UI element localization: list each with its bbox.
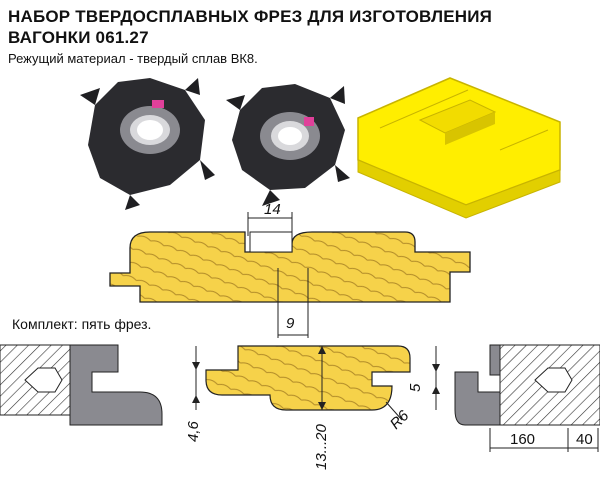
profile-3d-render [357, 77, 561, 219]
dim-range: 13...20 [313, 423, 330, 470]
dim-left-height: 4,6 [185, 420, 202, 442]
cutter-photo-2 [226, 84, 350, 206]
title-line-1: НАБОР ТВЕРДОСПЛАВНЫХ ФРЕЗ ДЛЯ ИЗГОТОВЛЕН… [8, 7, 493, 26]
board-profile-middle [205, 345, 411, 411]
dim-right-height: 5 [407, 383, 424, 392]
dim-width-40: 40 [576, 431, 593, 448]
right-cutter-section [454, 344, 600, 426]
board-cross-section [109, 231, 471, 338]
left-cutter-section [0, 344, 163, 426]
dim-top-width: 14 [264, 201, 281, 218]
dim-width-160: 160 [510, 431, 535, 448]
page-title: НАБОР ТВЕРДОСПЛАВНЫХ ФРЕЗ ДЛЯ ИЗГОТОВЛЕН… [8, 6, 492, 48]
kit-label: Комплект: пять фрез. [12, 316, 152, 332]
material-subtitle: Режущий материал - твердый сплав ВК8. [8, 51, 258, 66]
dim-radius: R6 [387, 407, 413, 433]
title-line-2: ВАГОНКИ 061.27 [8, 28, 149, 47]
dim-groove: 9 [286, 315, 295, 332]
cutter-photo-1 [80, 78, 215, 210]
